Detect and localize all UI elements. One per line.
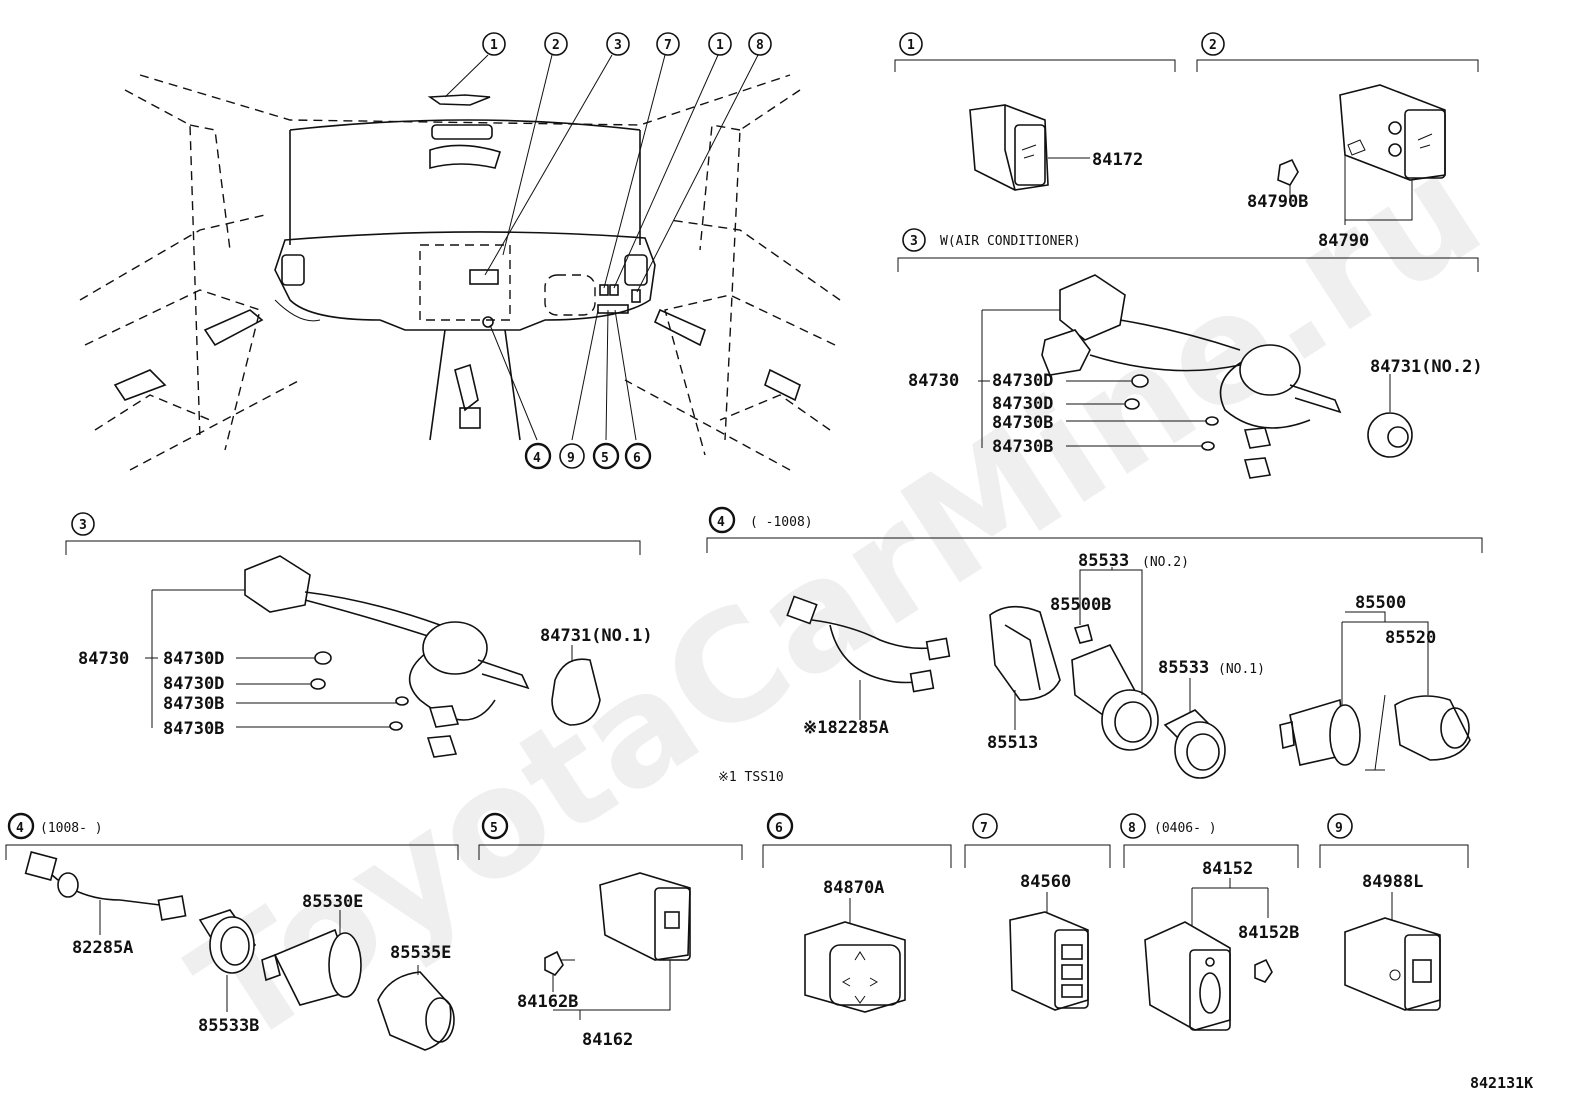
part-84152: 84152 <box>1202 859 1253 879</box>
drawing-id: 842131K <box>1470 1074 1533 1092</box>
part-84730B-top-1: 84730B <box>992 413 1053 433</box>
part-85513: 85513 <box>987 733 1038 753</box>
callout-1b: 1 <box>708 32 732 56</box>
part-85535E: 85535E <box>390 943 451 963</box>
part-84988L: 84988L <box>1362 872 1423 892</box>
section-7: 7 84560 <box>964 813 1111 1011</box>
part-85533-no2-suffix: (NO.2) <box>1142 555 1189 570</box>
svg-text:5: 5 <box>490 821 498 836</box>
part-84730B-mid-1: 84730B <box>163 694 224 714</box>
part-85533B: 85533B <box>198 1016 259 1036</box>
callout-4: 4 <box>524 442 552 470</box>
part-84162: 84162 <box>582 1030 633 1050</box>
part-84790: 84790 <box>1318 231 1369 251</box>
callout-7: 7 <box>656 32 680 56</box>
svg-text:2: 2 <box>552 38 560 53</box>
svg-text:4: 4 <box>16 821 24 836</box>
section-8: 8 (0406- ) 84152 84152B <box>1120 813 1299 1031</box>
section-4a: 4 ( -1008) ※182285A ※1 TSS10 85513 85533… <box>706 506 1483 785</box>
svg-text:6: 6 <box>775 821 783 836</box>
callout-5: 5 <box>592 442 620 470</box>
interior-overview <box>79 54 841 471</box>
section-5: 5 84162B 84162 <box>478 812 743 1050</box>
svg-text:1: 1 <box>907 38 915 53</box>
part-84730D-mid-1: 84730D <box>163 649 224 669</box>
part-84730D-mid-2: 84730D <box>163 674 224 694</box>
section-6: 6 84870A <box>762 812 952 1013</box>
part-84162B: 84162B <box>517 992 578 1012</box>
part-84730D-top-2: 84730D <box>992 394 1053 414</box>
part-85533-no1: 85533 <box>1158 658 1209 678</box>
svg-text:3: 3 <box>910 234 918 249</box>
callout-2: 2 <box>544 32 568 56</box>
section-3a: 3 W(AIR CONDITIONER) 84730 84730D 84730D… <box>897 228 1483 479</box>
part-85533-no1-suffix: (NO.1) <box>1218 662 1265 677</box>
svg-text:1: 1 <box>716 38 724 53</box>
condition-label: W(AIR CONDITIONER) <box>940 234 1081 249</box>
part-84730-top: 84730 <box>908 371 959 391</box>
callout-6: 6 <box>624 442 652 470</box>
svg-text:9: 9 <box>567 451 575 466</box>
callout-8: 8 <box>748 32 772 56</box>
note-tss10: ※1 TSS10 <box>718 770 784 785</box>
part-84731-no1: 84731(NO.1) <box>540 626 653 646</box>
part-85500: 85500 <box>1355 593 1406 613</box>
range-label-8: (0406- ) <box>1154 821 1217 836</box>
svg-text:7: 7 <box>664 38 672 53</box>
section-9: 9 84988L <box>1319 813 1469 1011</box>
range-label-4b: (1008- ) <box>40 821 103 836</box>
part-84790B: 84790B <box>1247 192 1308 212</box>
part-84152B: 84152B <box>1238 923 1299 943</box>
callout-3: 3 <box>606 32 630 56</box>
section-4b: 4 (1008- ) 82285A 85533B 85530E 85535E <box>5 812 459 1051</box>
svg-text:3: 3 <box>614 38 622 53</box>
part-84560: 84560 <box>1020 872 1071 892</box>
svg-text:2: 2 <box>1209 38 1217 53</box>
part-82285A-bottom: 82285A <box>72 938 133 958</box>
svg-text:6: 6 <box>633 451 641 466</box>
part-84731-no2: 84731(NO.2) <box>1370 357 1483 377</box>
callout-9: 9 <box>559 443 585 469</box>
part-84730D-top-1: 84730D <box>992 371 1053 391</box>
part-84730B-mid-2: 84730B <box>163 719 224 739</box>
section-2: 2 84790B 84790 <box>1196 32 1479 251</box>
section-3b: 3 84730 84730D 84730D 84730B 84730B 8473… <box>65 512 653 758</box>
section-1: 1 84172 <box>894 32 1176 191</box>
part-84730-mid: 84730 <box>78 649 129 669</box>
part-84172: 84172 <box>1092 150 1143 170</box>
part-82285A-mid: ※182285A <box>803 718 889 738</box>
svg-text:5: 5 <box>601 451 609 466</box>
part-85530E: 85530E <box>302 892 363 912</box>
svg-text:7: 7 <box>980 821 988 836</box>
callout-1: 1 <box>482 32 506 56</box>
svg-text:1: 1 <box>490 38 498 53</box>
svg-text:8: 8 <box>756 38 764 53</box>
svg-text:4: 4 <box>717 515 725 530</box>
svg-text:8: 8 <box>1128 821 1136 836</box>
overview-callouts: 1 2 3 7 1 8 4 9 5 6 <box>482 32 772 470</box>
svg-text:4: 4 <box>533 451 541 466</box>
part-85533-no2: 85533 <box>1078 551 1129 571</box>
range-label-4a: ( -1008) <box>750 515 813 530</box>
part-85520: 85520 <box>1385 628 1436 648</box>
part-84870A: 84870A <box>823 878 884 898</box>
svg-text:3: 3 <box>79 518 87 533</box>
part-85500B: 85500B <box>1050 595 1111 615</box>
svg-text:9: 9 <box>1335 821 1343 836</box>
part-84730B-top-2: 84730B <box>992 437 1053 457</box>
